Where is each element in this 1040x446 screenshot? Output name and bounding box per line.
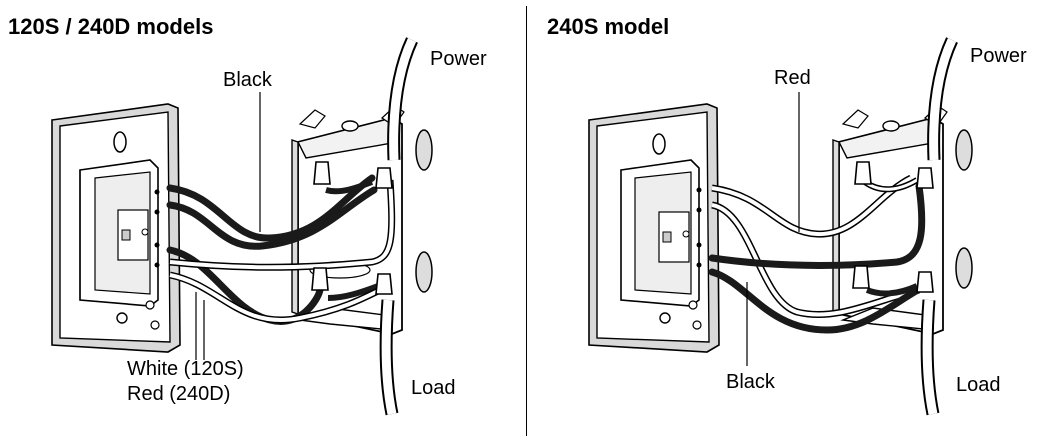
label-red-240d: Red (240D) — [127, 383, 231, 405]
wire-nut-icon — [311, 161, 393, 295]
label-black: Black — [726, 371, 775, 393]
label-black: Black — [223, 69, 272, 91]
label-power: Power — [970, 45, 1027, 67]
red-wires — [710, 174, 920, 319]
thermostat-icon — [588, 103, 720, 353]
label-load: Load — [956, 374, 1001, 396]
label-power: Power — [430, 48, 487, 70]
label-white-120s: White (120S) — [127, 358, 244, 380]
label-load: Load — [411, 377, 456, 399]
wiring-diagram-240s — [588, 37, 973, 416]
label-red: Red — [774, 67, 811, 89]
black-wires — [708, 182, 929, 334]
panel-120s-240d: 120S / 240D models — [8, 14, 487, 416]
wire-nut-icon — [852, 161, 934, 293]
panel-title: 240S model — [547, 14, 670, 39]
cable-icon — [920, 37, 958, 416]
leader-lines — [195, 92, 261, 360]
wiring-diagram-120s-240d — [51, 37, 433, 416]
thermostat-icon — [51, 103, 181, 353]
panel-240s: 240S model — [527, 0, 1040, 446]
panel-title: 120S / 240D models — [8, 14, 214, 39]
cable-icon — [379, 37, 418, 416]
white-wires — [169, 179, 396, 324]
panel-divider — [526, 6, 527, 436]
leader-lines — [746, 92, 800, 366]
